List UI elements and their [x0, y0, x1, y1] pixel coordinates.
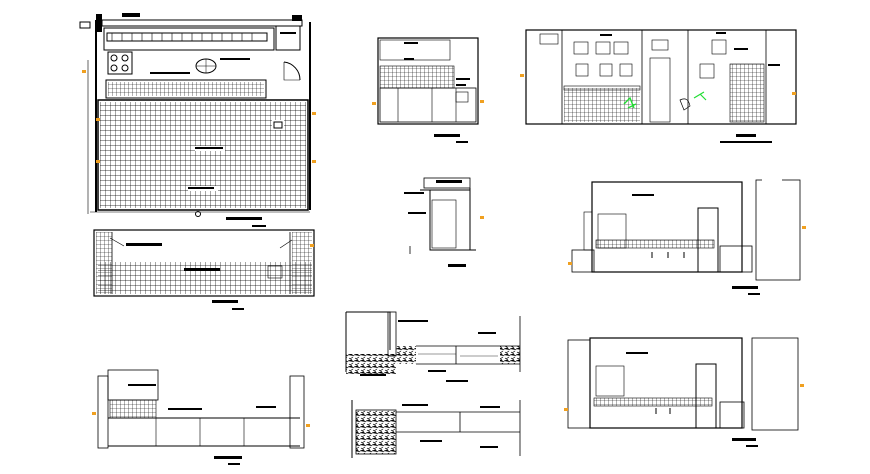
kitchen-plan [79, 13, 316, 227]
section-right-upper [568, 178, 806, 295]
elevation-small [372, 37, 484, 143]
elevation-wide [520, 29, 797, 143]
counter-detail [404, 177, 484, 267]
long-section-hatched [93, 229, 315, 310]
section-right-lower [564, 337, 804, 447]
section-lower-left [92, 369, 310, 465]
wall-section-detail [345, 311, 521, 458]
